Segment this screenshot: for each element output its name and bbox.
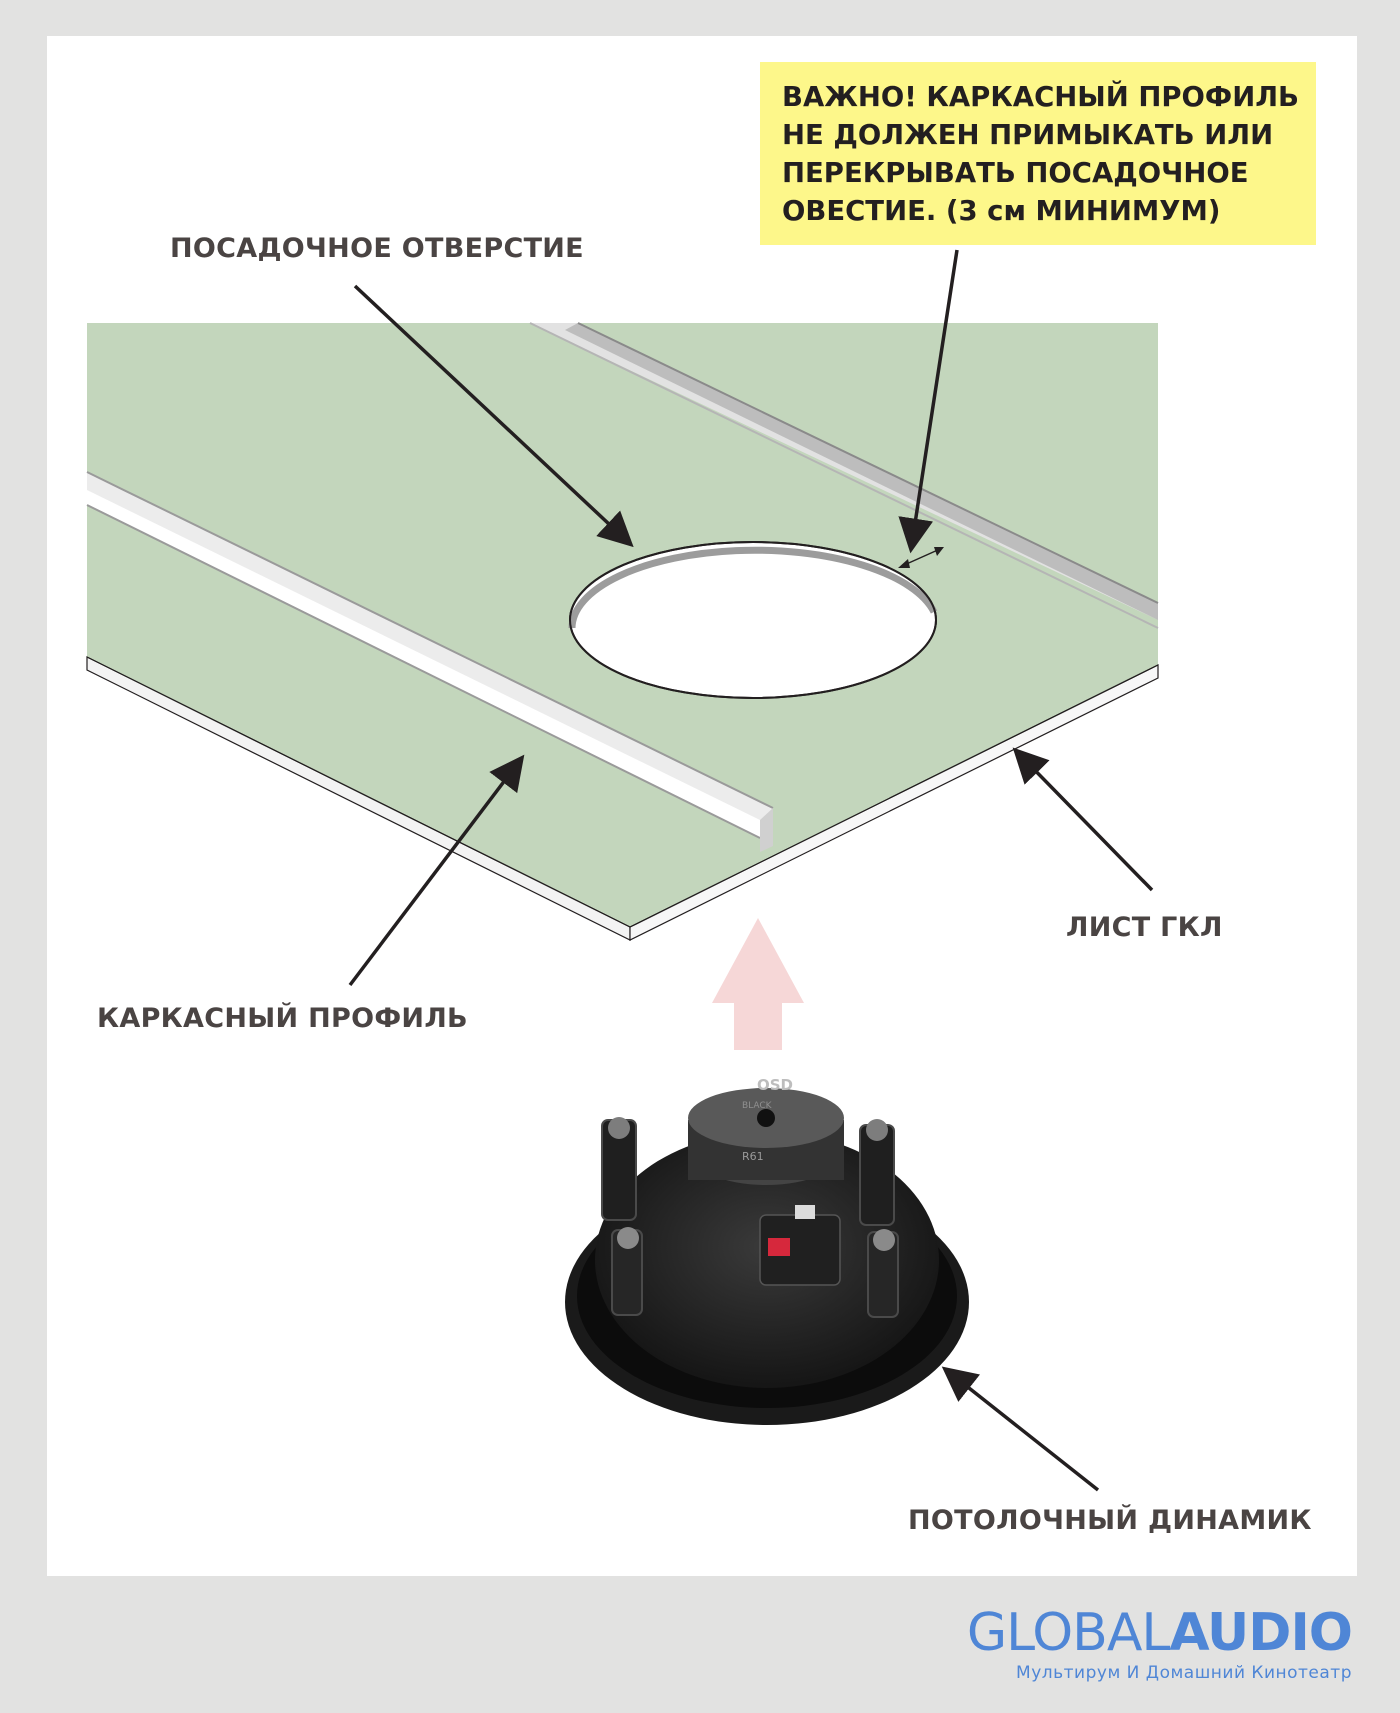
label-mounting-hole: ПОСАДОЧНОЕ ОТВЕРСТИЕ [170, 233, 584, 264]
label-ceiling-speaker: ПОТОЛОЧНЫЙ ДИНАМИК [908, 1505, 1312, 1536]
frame-profile-left [86, 471, 774, 852]
install-direction-arrow [712, 918, 804, 1050]
arrow-mounting-hole [353, 284, 634, 548]
label-frame-profile: КАРКАСНЫЙ ПРОФИЛЬ [97, 1003, 468, 1034]
logo-tagline: Мультирум И Домашний Кинотеатр [1016, 1663, 1352, 1683]
note-line-2: НЕ ДОЛЖЕН ПРИМЫКАТЬ ИЛИ [782, 119, 1274, 151]
frame-profile-right [529, 322, 1159, 629]
leader-arrows [348, 249, 1154, 1492]
mounting-hole [568, 541, 938, 699]
clearance-dimension [898, 547, 944, 568]
arrow-gkl-sheet [1012, 747, 1154, 892]
ceiling-speaker-image: OSD BLACK R61 [565, 1076, 969, 1425]
note-line-4: ОВЕСТИЕ. (3 см МИНИМУМ) [782, 195, 1221, 227]
note-line-3: ПЕРЕКРЫВАТЬ ПОСАДОЧНОЕ [782, 157, 1249, 189]
label-gkl-sheet: ЛИСТ ГКЛ [1066, 912, 1223, 943]
global-audio-logo: GLOBALAUDIO Мультирум И Домашний Кинотеа… [966, 1603, 1353, 1683]
logo-wordmark: GLOBALAUDIO [966, 1603, 1353, 1663]
speaker-model: R61 [742, 1150, 764, 1163]
logo-word-bold: AUDIO [1169, 1603, 1353, 1663]
note-line-1: ВАЖНО! КАРКАСНЫЙ ПРОФИЛЬ [782, 81, 1300, 113]
arrow-clearance-note [898, 249, 959, 554]
arrow-ceiling-speaker [941, 1366, 1100, 1492]
arrow-frame-profile [348, 754, 525, 987]
logo-word-light: GLOBAL [966, 1603, 1171, 1663]
speaker-brand: OSD [757, 1076, 793, 1094]
warning-note: ВАЖНО! КАРКАСНЫЙ ПРОФИЛЬ НЕ ДОЛЖЕН ПРИМЫ… [760, 62, 1316, 245]
speaker-series: BLACK [742, 1101, 773, 1111]
